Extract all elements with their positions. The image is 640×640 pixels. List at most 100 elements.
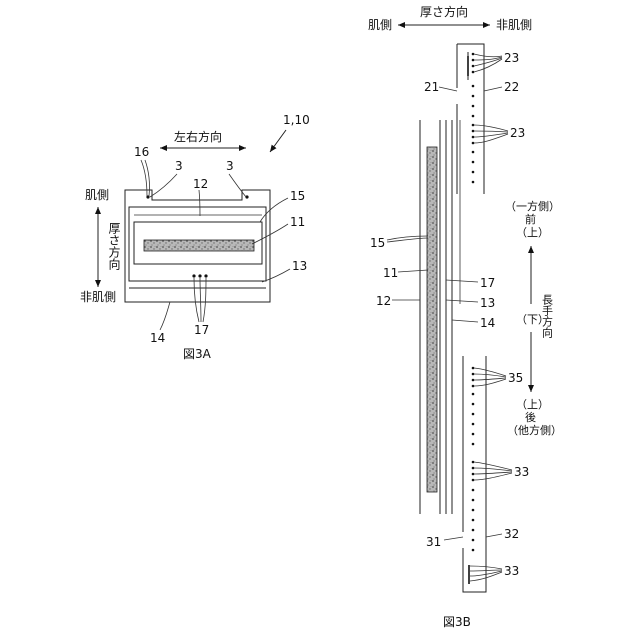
fig3b-leader-14 — [452, 320, 478, 322]
fig3b-ref-11: 11 — [383, 266, 398, 280]
fig3b-absorber — [427, 147, 437, 492]
fig3a-ref-17: 17 — [194, 323, 209, 337]
fig3b-longitudinal-section: 厚さ方向 肌側 非肌側 — [368, 4, 562, 629]
fig3b-leader-22 — [484, 87, 502, 91]
fig3b-ref-33a: 33 — [514, 465, 529, 479]
fig3b-ref-17: 17 — [480, 276, 495, 290]
fig3b-thickness-label: 厚さ方向 — [420, 4, 468, 19]
fig3a-elastic-17-dot-1 — [192, 274, 195, 277]
fig3b-ref-32: 32 — [504, 527, 519, 541]
fig3a-lr-direction-label: 左右方向 — [174, 129, 222, 144]
fig3b-bottom-dot — [472, 413, 475, 416]
fig3a-leader-14 — [160, 302, 170, 330]
fig3b-bottom-dot — [472, 467, 475, 470]
fig3b-back-label: 後 — [525, 410, 536, 424]
fig3a-leader-16a — [141, 160, 147, 196]
fig3b-bottom-dot — [472, 433, 475, 436]
fig3b-ref-35: 35 — [508, 371, 523, 385]
fig3b-leader-21 — [439, 87, 457, 91]
fig3a-leader-12 — [199, 190, 200, 216]
fig3b-top-dot — [472, 130, 475, 133]
fig3a-ref-12: 12 — [193, 177, 208, 191]
fig3b-ref-12: 12 — [376, 294, 391, 308]
fig3b-ref-21: 21 — [424, 80, 439, 94]
fig3b-ref-23a: 23 — [504, 51, 519, 65]
fig3b-front-one-side: （一方側） — [505, 199, 560, 213]
fig3b-bottom-dot — [472, 393, 475, 396]
fig3b-top-dot — [472, 59, 475, 62]
fig3b-bottom-dot — [472, 509, 475, 512]
fig3b-bottom-dot — [472, 403, 475, 406]
fig3b-skin-side-label: 肌側 — [368, 18, 392, 32]
fig3b-bottom-dot — [472, 499, 475, 502]
fig3b-ref-14: 14 — [480, 316, 495, 330]
fig3b-bottom-dot — [472, 367, 475, 370]
fig3b-bottom-dot — [472, 489, 475, 492]
fig3b-bottom-dot — [472, 461, 475, 464]
fig3a-ref-13: 13 — [292, 259, 307, 273]
fig3b-top-dot — [472, 171, 475, 174]
fig3b-top-dot — [472, 151, 475, 154]
fig3a-ref-main-arrow — [270, 130, 286, 152]
fig3a-elastic-17-dot-3 — [204, 274, 207, 277]
fig3b-ref-15: 15 — [370, 236, 385, 250]
fig3b-back-up: （上） — [516, 398, 549, 411]
fig3b-top-dot — [472, 142, 475, 145]
fig3b-top-dot — [472, 85, 475, 88]
fig3b-top-dots — [472, 53, 475, 184]
fig3b-bottom-dot — [472, 539, 475, 542]
fig3a-ref-16: 16 — [134, 145, 149, 159]
fig3a-non-skin-side-label: 非肌側 — [80, 290, 116, 304]
fig3b-bottom-dot — [472, 379, 475, 382]
fig3a-thickness-label: 厚さ方向 — [107, 222, 121, 270]
fig3b-front-up: （上） — [516, 226, 549, 239]
fig3b-leader-32 — [486, 534, 502, 537]
fig3a-leader-17a — [194, 278, 199, 322]
fig3a-ref-11: 11 — [290, 215, 305, 229]
fig3b-bottom-dot — [472, 385, 475, 388]
fig3a-ref-main: 1,10 — [283, 113, 310, 127]
fig3b-leader-11 — [398, 270, 428, 272]
fig3b-leader-33a — [474, 462, 512, 480]
fig3a-ref-3a: 3 — [175, 159, 183, 173]
fig3b-top-dot — [472, 65, 475, 68]
fig3b-leader-31 — [444, 537, 463, 540]
fig3b-back-other-side: （他方側） — [507, 423, 562, 437]
fig3b-top-dot — [472, 181, 475, 184]
fig3b-leader-17 — [446, 280, 478, 282]
fig3b-leader-23a — [474, 54, 502, 72]
fig3b-ref-22: 22 — [504, 80, 519, 94]
fig3b-top-dot — [472, 53, 475, 56]
fig3a-ref-3b: 3 — [226, 159, 234, 173]
fig3b-top-dot — [472, 124, 475, 127]
fig3b-top-dot — [472, 105, 475, 108]
fig3b-top-leg-sheet — [457, 44, 484, 194]
fig3b-caption: 図3B — [443, 615, 471, 629]
fig3b-top-dot — [472, 95, 475, 98]
fig3b-ref-23b: 23 — [510, 126, 525, 140]
fig3b-top-dot — [472, 161, 475, 164]
fig3a-leader-3a — [150, 174, 177, 197]
fig3a-absorber — [144, 240, 254, 251]
fig3b-ref-33b: 33 — [504, 564, 519, 578]
fig3b-bottom-dot — [472, 529, 475, 532]
fig3a-caption: 図3A — [183, 347, 212, 361]
fig3b-bottom-dot — [472, 473, 475, 476]
fig3b-bottom-dot — [472, 423, 475, 426]
fig3b-bottom-dot — [472, 549, 475, 552]
fig3b-ref-31: 31 — [426, 535, 441, 549]
fig3b-leader-13 — [446, 300, 478, 302]
fig3b-leader-23b — [474, 125, 508, 143]
fig3a-leader-17b — [200, 278, 201, 322]
fig3b-top-dot — [472, 71, 475, 74]
fig3a-ref-15: 15 — [290, 189, 305, 203]
fig3b-down-label: （下） — [516, 313, 549, 326]
fig3b-ref-13: 13 — [480, 296, 495, 310]
fig3b-leader-35 — [474, 368, 506, 386]
fig3a-cross-section: 左右方向 1,10 肌側 非肌側 厚さ方向 — [80, 113, 310, 361]
fig3a-leader-15 — [260, 198, 288, 222]
fig3b-front-label: 前 — [525, 212, 536, 226]
fig3b-leader-15 — [387, 236, 428, 242]
fig3b-bottom-dot — [472, 479, 475, 482]
fig3a-elastic-17-dot-2 — [198, 274, 201, 277]
